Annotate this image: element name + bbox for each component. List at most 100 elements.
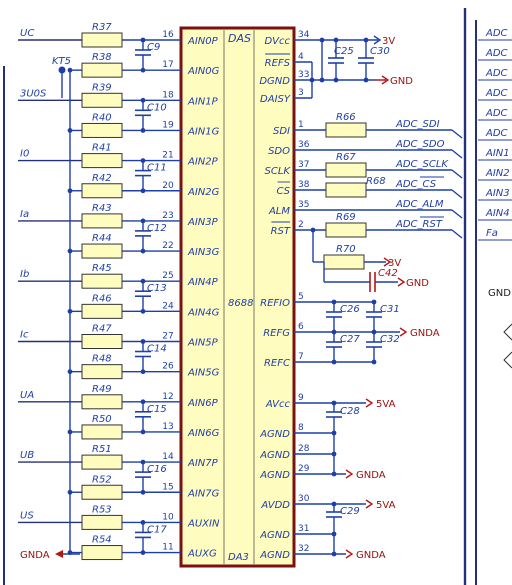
input-label-ub: UB [20,450,34,461]
chip-pin-auxg: AUXG [187,549,217,560]
chip-pin-number-left: 23 [162,211,173,221]
right-panel-label: ADC [485,128,508,139]
chip-pin-number-right: 32 [298,544,309,554]
resistor-label: R48 [92,354,112,365]
right-panel-label: AIN2 [485,168,510,179]
chip-pin-agnd: AGND [259,450,290,461]
chip-pin-refc: REFC [264,358,290,369]
right-panel-label: AIN4 [485,208,510,219]
chip-pin-number-right: 1 [298,120,304,130]
resistor-label: R51 [92,444,112,455]
avdd-5va-label: 5VA [376,500,396,511]
chip-pin-number-right: 8 [298,423,304,433]
chip-pin-number-right: 2 [298,220,304,230]
capacitor-label: C12 [147,223,167,234]
input-label-ic: Ic [20,330,29,341]
chip-pin-ain2p: AIN2P [187,157,219,168]
chip-left-pins: AIN0P16AIN0G17AIN1P18AIN1G19AIN2P21AIN2G… [162,30,220,560]
capacitor-label: C17 [147,524,167,535]
resistor-label: R41 [92,143,112,154]
chip-pin-number-right: 4 [298,52,304,62]
chip-pin-ain7g: AIN7G [187,488,220,499]
digital-line-adc-cs: R68 ADC_CS [294,176,463,199]
resistor-r53 [81,514,123,530]
resistor-label: R49 [92,384,112,395]
chip-pin-number-right: 29 [298,464,310,474]
reference-caps [294,299,408,365]
chip-pin-number-left: 25 [162,271,173,281]
chip-designator: DA3 [228,552,249,563]
chip-pin-number-right: 38 [298,180,310,190]
analog-power-block [294,398,374,559]
chip-pin-ain5p: AIN5P [187,338,219,349]
ref-gnda-label: GNDA [410,328,440,339]
right-panel-label: ADC [485,68,508,79]
cap-c28-label: C28 [340,406,360,417]
resistor-r38 [81,62,123,78]
resistor-label: R66 [336,112,356,123]
chip-part-number: 8688 [228,298,253,309]
supply-gnd-label: GND [390,76,413,87]
net-label: ADC_CS [395,179,437,190]
resistor-label: R67 [336,152,356,163]
chip-pin-refs: REFS [265,58,291,69]
resistor-r67 [325,162,367,178]
capacitor-label: C11 [147,163,167,174]
analog-input-channels: R37R38C9UCR39R40C103U0SR41R42C11I0R43R44… [18,22,181,561]
chip-pin-number-left: 24 [162,301,174,311]
chip-pin-number-left: 10 [162,512,174,522]
chip-pin-number-left: 22 [162,241,173,251]
right-panel-label: Fa [486,228,498,239]
chip-pin-number-right: 34 [298,30,310,40]
rst-pullup-gnd-label: GND [406,278,429,289]
chip-pin-number-right: 28 [298,444,310,454]
chip-pin-ain5g: AIN5G [187,368,220,379]
chip-pin-dgnd: DGND [259,76,290,87]
supply-3v-label: 3V [382,36,395,47]
chip-pin-number-right: 37 [298,160,309,170]
resistor-label: R68 [366,176,386,187]
chip-pin-agnd: AGND [259,530,290,541]
capacitor-label: C16 [147,464,167,475]
resistor-label: R43 [92,203,112,214]
resistor-label: R69 [336,212,356,223]
rst-pullup [310,227,406,292]
chip-pin-number-left: 11 [162,543,173,553]
capacitor-label: C10 [147,102,167,113]
input-label-us: US [20,510,34,521]
chip-pin-number-right: 5 [298,292,304,302]
chip-pin-ain2g: AIN2G [187,187,220,198]
chip-pin-agnd: AGND [259,550,290,561]
right-panel-arrow-1 [503,323,512,341]
chip-pin-ain4g: AIN4G [187,307,220,318]
chip-pin-alm: ALM [268,206,290,217]
cap-c26-label: C26 [340,304,360,315]
resistor-label: R42 [92,173,112,184]
chip-pin-number-right: 36 [298,140,310,150]
input-label-3u0s: 3U0S [20,88,47,99]
resistor-label: R54 [92,535,112,546]
resistor-r52 [81,484,123,500]
resistor-label: R37 [92,22,112,33]
chip-pin-ain0g: AIN0G [187,66,220,77]
resistor-r45 [81,273,123,289]
left-ground-arrow [55,550,63,558]
chip-pin-refio: REFIO [260,298,290,309]
resistor-label: R46 [92,293,112,304]
digital-line-adc-alm: ADC_ALM [294,199,463,219]
res-r70-label: R70 [336,244,356,255]
chip-pin-number-right: 7 [298,352,304,362]
resistor-r48 [81,364,123,380]
right-panel-label: AIN1 [485,148,510,159]
